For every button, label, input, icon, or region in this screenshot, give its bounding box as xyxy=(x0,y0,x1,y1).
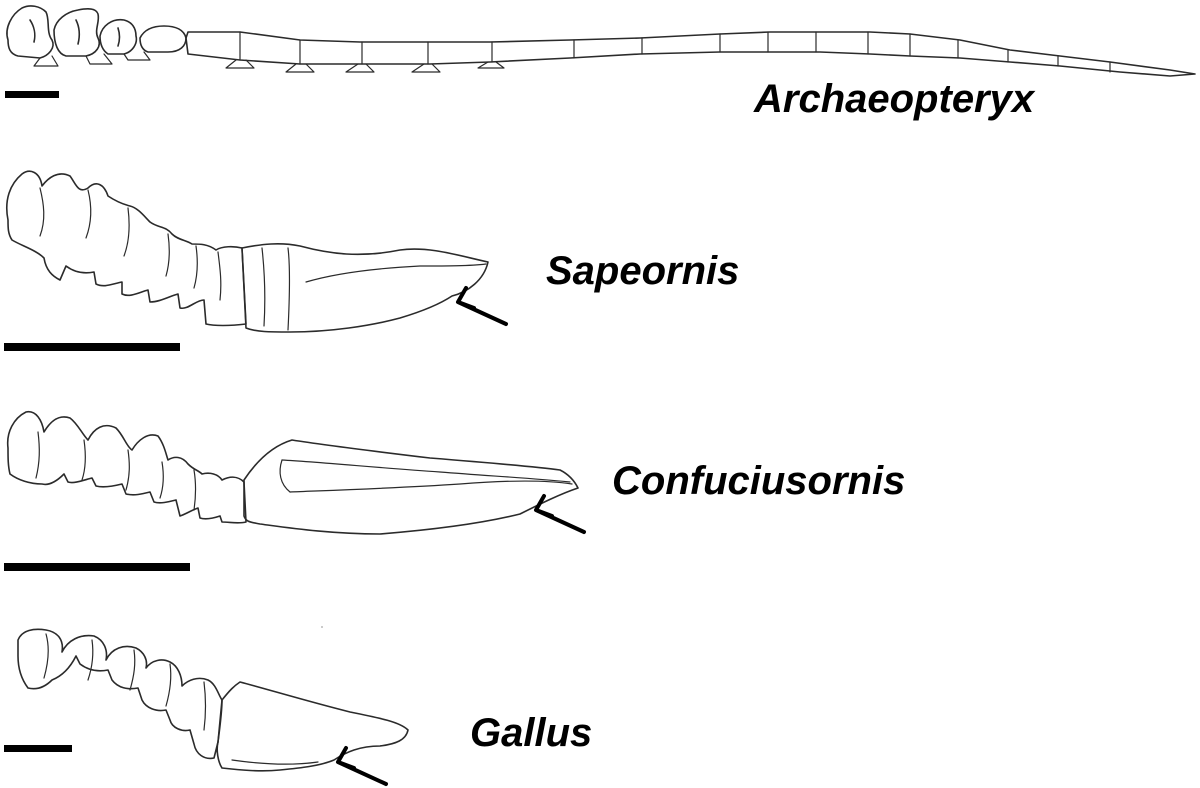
taxon-label-sapeornis: Sapeornis xyxy=(546,249,739,293)
sapeornis-tail-drawing xyxy=(6,170,489,333)
panel-archaeopteryx: Archaeopteryx xyxy=(5,5,1196,121)
scale-bar-archaeopteryx xyxy=(5,91,59,98)
archaeopteryx-tail-drawing xyxy=(6,5,1196,77)
scale-bar-sapeornis xyxy=(4,343,180,351)
panel-confuciusornis: Confuciusornis xyxy=(4,410,905,571)
arrow-icon-confuciusornis xyxy=(534,494,586,534)
panel-gallus: Gallus xyxy=(4,628,592,786)
arrow-icon-gallus xyxy=(336,746,388,786)
panel-sapeornis: Sapeornis xyxy=(4,170,739,351)
confuciusornis-tail-drawing xyxy=(6,410,579,535)
taxon-label-gallus: Gallus xyxy=(470,711,592,755)
taxon-label-confuciusornis: Confuciusornis xyxy=(612,459,905,503)
speck xyxy=(321,626,323,628)
arrow-icon-sapeornis xyxy=(456,286,508,326)
scale-bar-gallus xyxy=(4,745,72,752)
scale-bar-confuciusornis xyxy=(4,563,190,571)
taxon-label-archaeopteryx: Archaeopteryx xyxy=(753,77,1036,121)
gallus-tail-drawing xyxy=(17,628,409,772)
